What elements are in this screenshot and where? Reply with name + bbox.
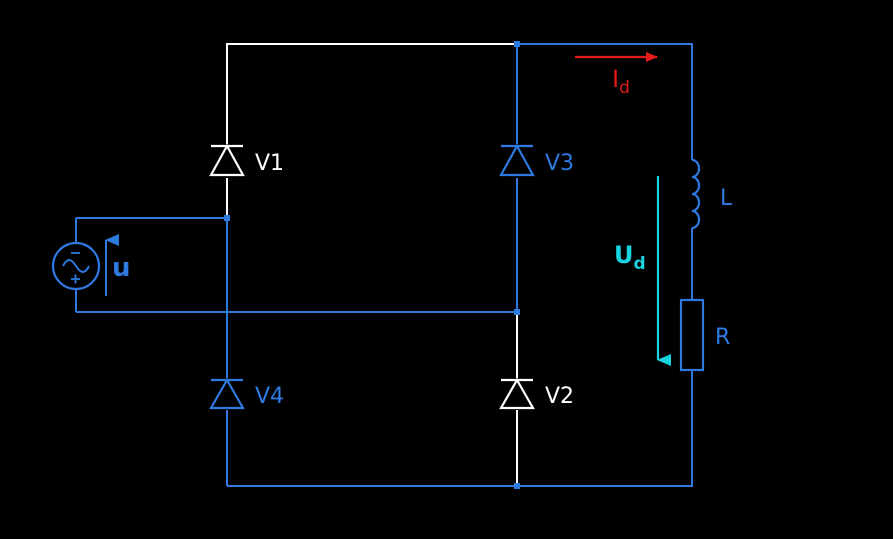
resistor-label: R (715, 325, 730, 350)
inductor-label: L (720, 186, 733, 211)
ac-source (51, 241, 101, 291)
wire-top-left (226, 43, 517, 220)
diode-v4 (208, 377, 246, 410)
current-label: Id (612, 65, 630, 98)
diode-v3 (498, 143, 536, 178)
junction-dot (224, 215, 230, 221)
voltage-label-sub: d (634, 254, 646, 274)
white-wires (226, 43, 518, 486)
diode-v3-symbol (499, 143, 535, 177)
voltage-label: Ud (614, 241, 646, 274)
current-label-sub: d (619, 78, 630, 98)
junction-dot (514, 483, 520, 489)
inductor-l (691, 158, 701, 230)
wire-bottom (227, 370, 693, 487)
diode-v3-label: V3 (545, 151, 574, 176)
inductor-coil-icon (691, 158, 701, 230)
diode-v1-label: V1 (255, 151, 284, 176)
diode-v4-symbol (209, 377, 245, 410)
diode-v2 (498, 377, 536, 410)
diode-v2-symbol (499, 377, 535, 410)
junctions (224, 41, 520, 489)
resistor-r (679, 298, 705, 372)
diode-v2-label: V2 (545, 384, 574, 409)
voltage-label-main: U (614, 241, 634, 269)
sine-wave-icon (62, 259, 90, 273)
junction-dot (514, 309, 520, 315)
wire-top-right (517, 43, 693, 160)
diode-v1-symbol (209, 143, 245, 177)
current-label-main: I (612, 65, 619, 93)
blue-wires (75, 43, 693, 487)
diode-v4-label: V4 (255, 384, 284, 409)
diode-v1 (208, 143, 246, 178)
source-label: u (112, 253, 131, 283)
junction-dot (514, 41, 520, 47)
